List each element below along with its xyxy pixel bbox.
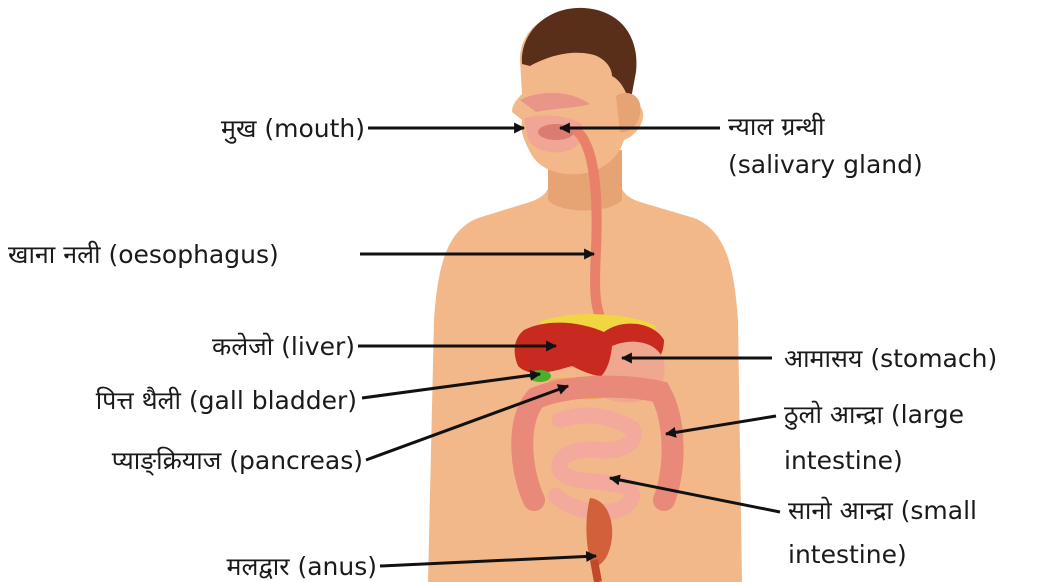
label-gall-bladder: पित्त थैली (gall bladder) — [96, 386, 357, 416]
label-salivary-gland-line2: (salivary gland) — [728, 150, 923, 180]
label-large-intestine-line2: intestine) — [784, 446, 903, 476]
label-anus: मलद्वार (anus) — [227, 552, 377, 582]
label-small-intestine-line1: सानो आन्द्रा (small — [788, 496, 977, 526]
label-mouth: मुख (mouth) — [221, 114, 365, 144]
label-liver: कलेजो (liver) — [212, 332, 355, 362]
label-small-intestine-line2: intestine) — [788, 540, 907, 570]
label-salivary-gland-line1: न्याल ग्रन्थी — [728, 112, 824, 142]
label-stomach: आमासय (stomach) — [784, 344, 997, 374]
label-oesophagus: खाना नली (oesophagus) — [8, 240, 279, 270]
anal-canal — [594, 560, 598, 582]
label-large-intestine-line1: ठुलो आन्द्रा (large — [784, 400, 964, 430]
label-pancreas: प्याङ्क्रियाज (pancreas) — [112, 446, 363, 476]
tongue — [538, 124, 574, 140]
torso — [428, 168, 742, 582]
